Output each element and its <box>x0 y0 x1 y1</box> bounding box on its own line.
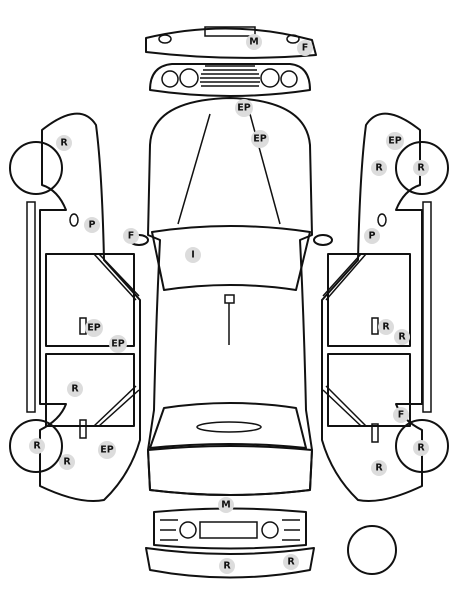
marker-label: R <box>382 322 390 333</box>
rear-window[interactable] <box>149 402 307 449</box>
marker-label: EP <box>111 339 124 350</box>
marker-label: EP <box>237 103 250 114</box>
marker-left-rear-door-r[interactable]: R <box>67 381 83 397</box>
marker-label: M <box>249 37 258 48</box>
roof-antenna[interactable] <box>224 294 235 345</box>
marker-right-door-r[interactable]: R <box>378 319 394 335</box>
marker-label: EP <box>87 323 100 334</box>
hood[interactable] <box>177 113 281 225</box>
marker-label: R <box>375 463 383 474</box>
marker-right-fuel-p[interactable]: P <box>364 228 380 244</box>
spare-tire[interactable] <box>347 525 397 575</box>
left-side[interactable] <box>9 112 141 503</box>
trunk[interactable] <box>147 445 313 496</box>
marker-label: F <box>128 231 135 242</box>
right-mirror[interactable] <box>313 234 333 246</box>
marker-front-bumper-f[interactable]: F <box>297 40 313 56</box>
marker-label: R <box>417 443 425 454</box>
marker-right-front-r[interactable]: R <box>371 160 387 176</box>
marker-left-door-handle-ep[interactable]: EP <box>85 319 103 337</box>
marker-front-bumper-m[interactable]: M <box>246 34 262 50</box>
marker-right-front-ep[interactable]: EP <box>386 132 404 150</box>
front-bumper[interactable] <box>145 26 317 59</box>
marker-label: R <box>63 457 71 468</box>
marker-left-front-wheel-r[interactable]: R <box>56 135 72 151</box>
marker-label: R <box>71 384 79 395</box>
marker-right-door-r2[interactable]: R <box>394 329 410 345</box>
marker-label: P <box>369 231 376 242</box>
marker-left-rear-wheel-r[interactable]: R <box>29 438 45 454</box>
marker-left-rear-wheel-r2[interactable]: R <box>59 454 75 470</box>
marker-right-front-wheel-r[interactable]: R <box>413 160 429 176</box>
marker-label: R <box>398 332 406 343</box>
marker-label: F <box>398 410 405 421</box>
marker-hood-ep-top[interactable]: EP <box>235 99 253 117</box>
marker-trunk-m[interactable]: M <box>218 497 234 513</box>
marker-windshield-i[interactable]: I <box>185 247 201 263</box>
marker-label: EP <box>388 136 401 147</box>
marker-label: M <box>221 500 230 511</box>
marker-label: EP <box>100 445 113 456</box>
car-body[interactable] <box>147 97 313 496</box>
windshield[interactable] <box>151 225 311 291</box>
rear-panel[interactable] <box>153 507 307 550</box>
marker-label: F <box>302 43 309 54</box>
marker-label: I <box>191 250 195 261</box>
right-side[interactable] <box>321 112 449 503</box>
marker-right-rear-f[interactable]: F <box>393 407 409 423</box>
marker-rear-bumper-r[interactable]: R <box>219 558 235 574</box>
marker-left-mirror-f[interactable]: F <box>123 228 139 244</box>
marker-label: P <box>89 220 96 231</box>
marker-label: R <box>60 138 68 149</box>
marker-label: R <box>417 163 425 174</box>
rear-bumper[interactable] <box>145 547 315 579</box>
marker-right-rear-r[interactable]: R <box>371 460 387 476</box>
marker-left-rear-ep[interactable]: EP <box>98 441 116 459</box>
marker-hood-ep[interactable]: EP <box>251 130 269 148</box>
marker-label: EP <box>253 134 266 145</box>
marker-rear-bumper-r2[interactable]: R <box>283 554 299 570</box>
marker-label: R <box>33 441 41 452</box>
marker-left-door-ep[interactable]: EP <box>109 335 127 353</box>
marker-label: R <box>223 561 231 572</box>
front-grille[interactable] <box>149 63 311 97</box>
marker-right-rear-wheel-r[interactable]: R <box>413 440 429 456</box>
marker-label: R <box>375 163 383 174</box>
marker-left-fuel-p[interactable]: P <box>84 217 100 233</box>
marker-label: R <box>287 557 295 568</box>
